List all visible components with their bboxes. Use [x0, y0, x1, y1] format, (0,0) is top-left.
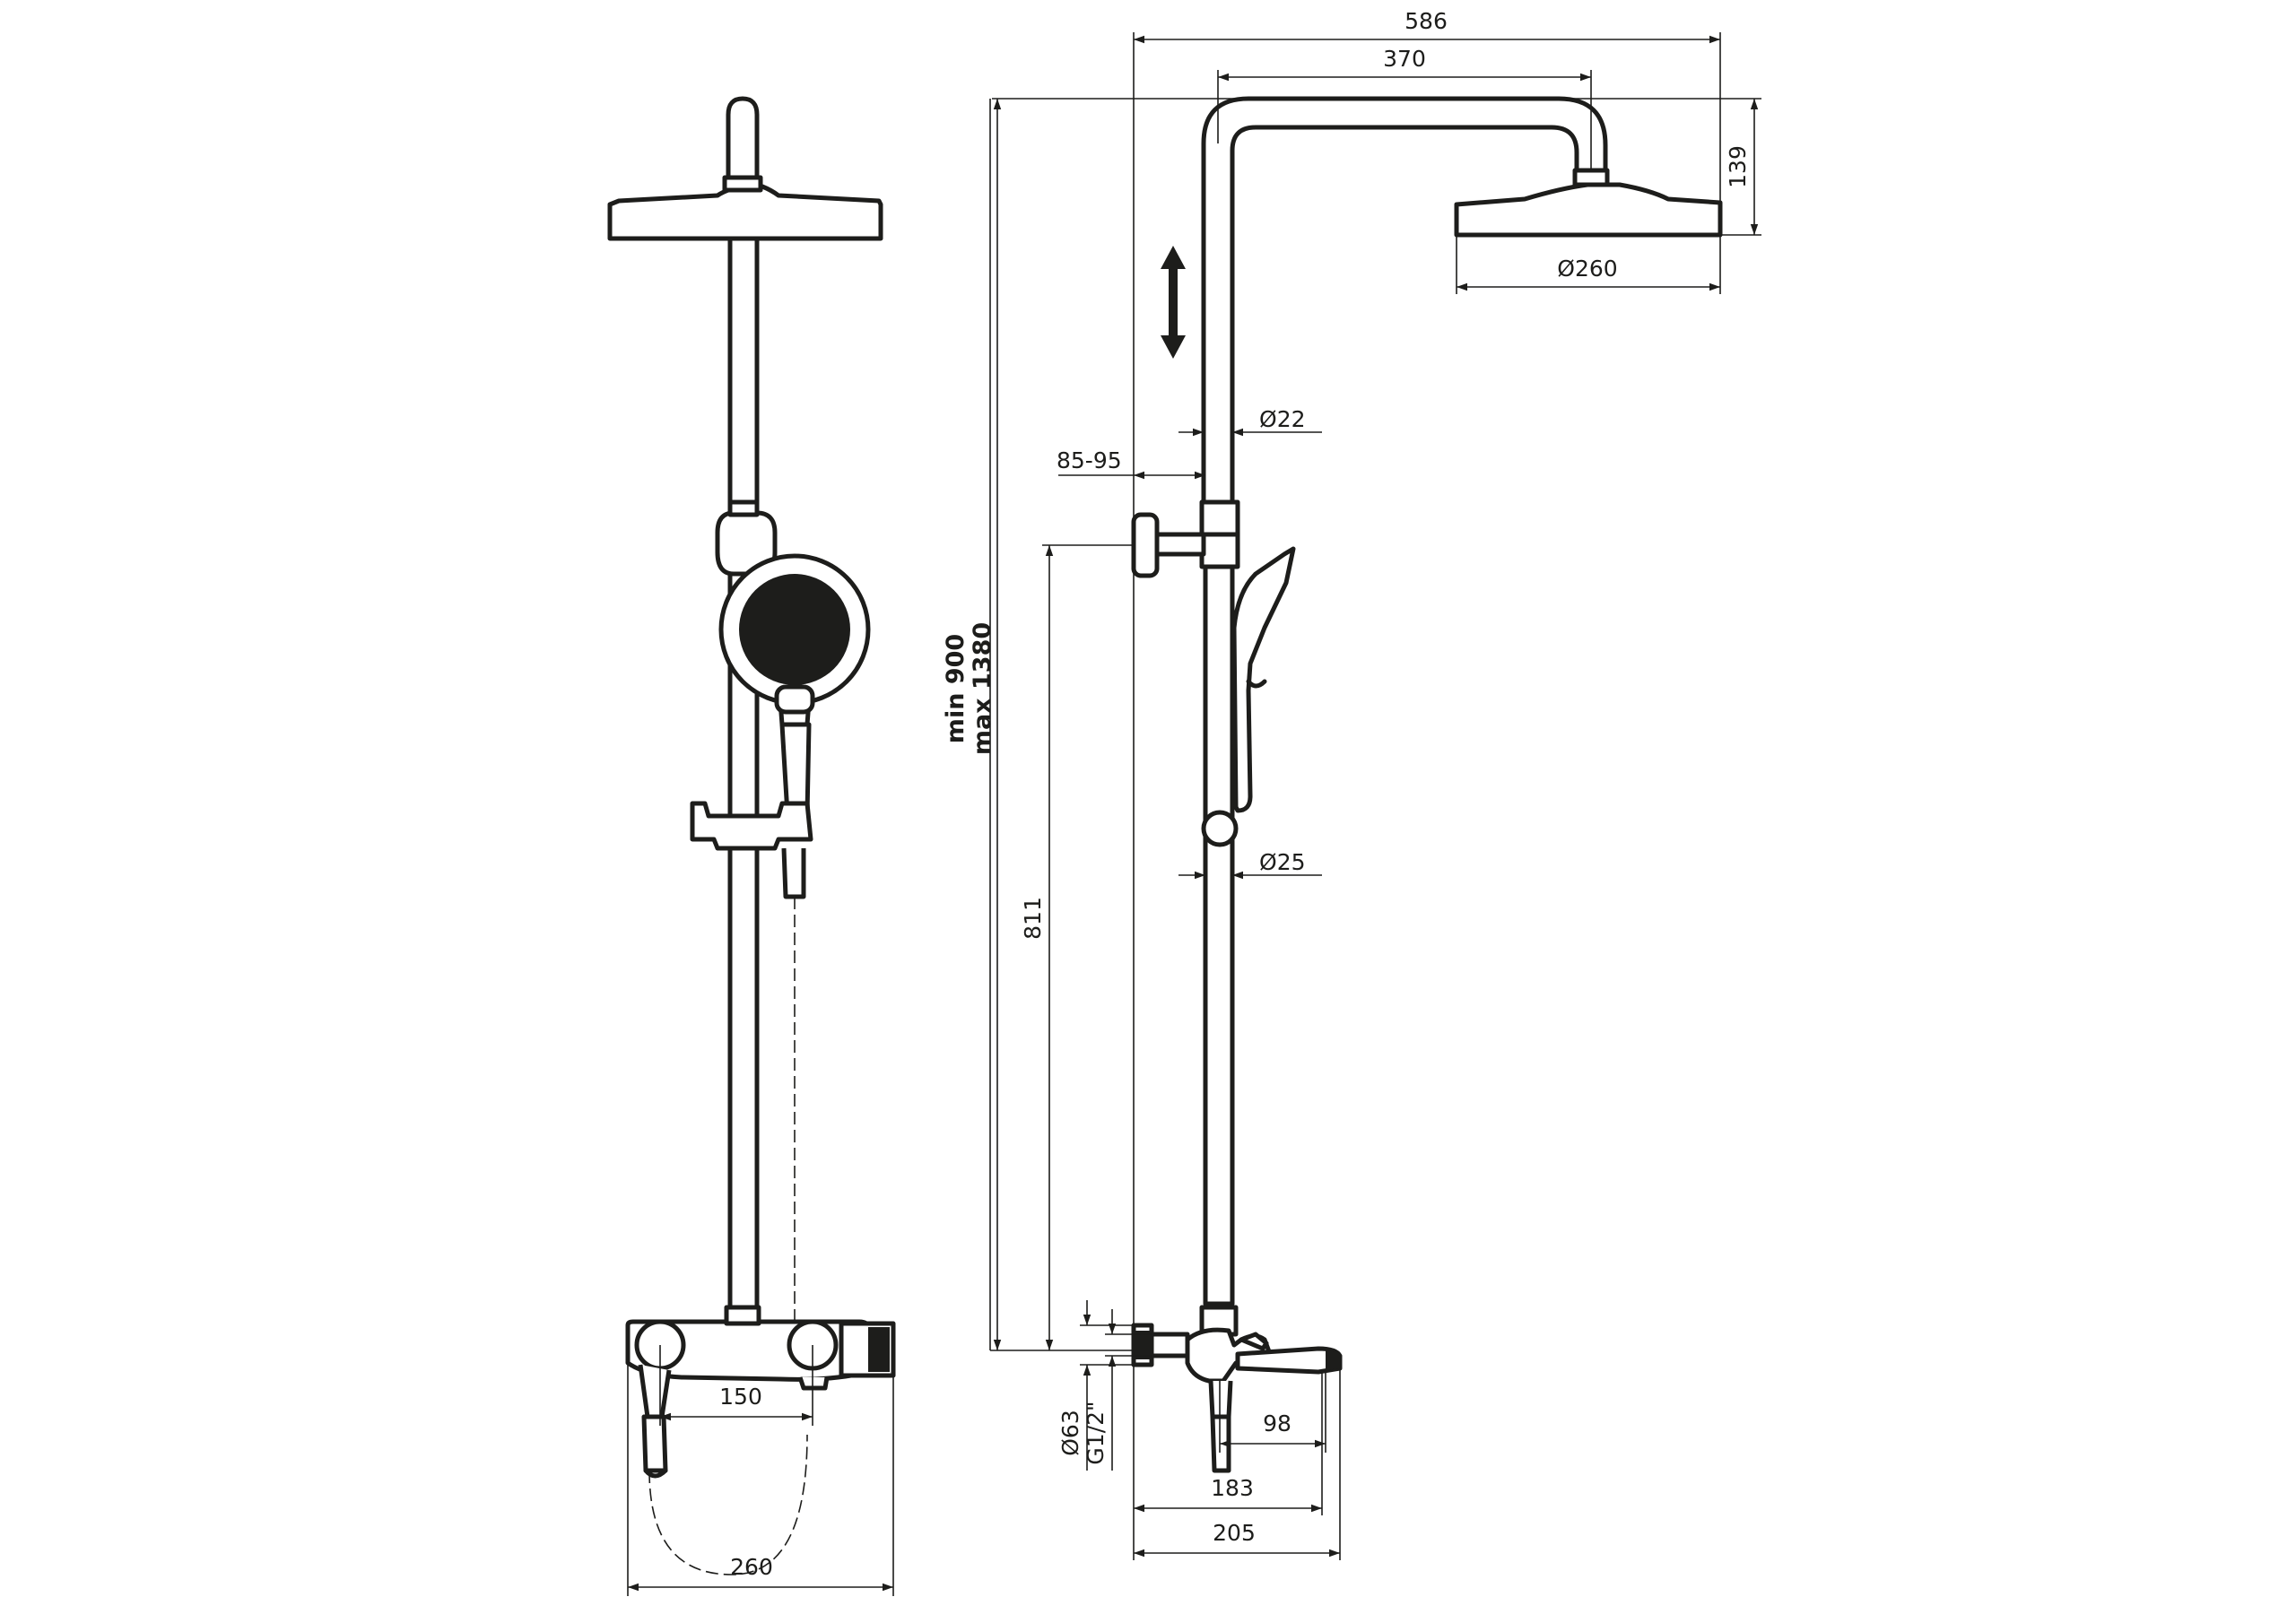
dim-98-label: 98 [1263, 1410, 1292, 1436]
head-connector [722, 175, 763, 193]
hand-shower [718, 553, 871, 828]
diverter-lever [638, 1364, 672, 1419]
side-diverter-knob [1239, 1332, 1269, 1351]
mixer-riser-joint [724, 1305, 761, 1326]
side-view: 586 370 139 Ø260 Ø22 85-95 Ø25 [942, 8, 1761, 1560]
hand-shower-side [1231, 546, 1296, 813]
double-arrow-icon [1161, 246, 1186, 359]
wall-bracket-arm [1154, 532, 1206, 557]
dim-dia25-label: Ø25 [1259, 849, 1306, 875]
dim-height-min-label: min 900 [942, 634, 970, 743]
wall-bracket-plate [1131, 512, 1160, 578]
diverter-lever-end [641, 1414, 668, 1473]
side-inlet-connector [1149, 1332, 1190, 1358]
side-lever [1208, 1380, 1233, 1419]
hand-shower-side-inner [1246, 679, 1267, 689]
lever-tip [643, 1468, 668, 1479]
slider-side-clamp-bottom [1199, 532, 1240, 569]
front-view: 150 260 [607, 96, 896, 1596]
dim-139-label: 139 [1725, 145, 1751, 188]
dim-dia260-label: Ø260 [1557, 256, 1617, 282]
shower-arm-outer [1201, 96, 1608, 525]
dim-dia63-label: Ø63 [1057, 1410, 1083, 1456]
side-spout-aerator [1326, 1350, 1340, 1370]
side-spout [1235, 1346, 1343, 1375]
clamp-cap [727, 499, 760, 517]
side-wall-plate-fill [1135, 1331, 1150, 1359]
riser-top-cap [726, 96, 760, 180]
dim-thread-label: G1/2" [1083, 1401, 1109, 1464]
overhead-shower-side [1454, 182, 1723, 238]
hose-connector [781, 847, 806, 899]
side-mixer [1131, 1305, 1343, 1473]
hand-shower-handle [779, 722, 812, 817]
overhead-shower-head [607, 184, 883, 241]
dim-height-max-label: max 1380 [969, 622, 996, 755]
dim-205-label: 205 [1213, 1520, 1256, 1546]
right-foot [797, 1376, 830, 1391]
spout-swing-arc [648, 1434, 808, 1575]
dim-dia22-label: Ø22 [1259, 406, 1306, 432]
dim-183-label: 183 [1211, 1475, 1254, 1501]
thermostat-knob-grip [868, 1327, 890, 1372]
dim-85-95-label: 85-95 [1057, 447, 1122, 473]
dim-260-front-label: 260 [730, 1554, 773, 1580]
dim-370-label: 370 [1383, 46, 1426, 72]
dim-150-label: 150 [719, 1384, 762, 1410]
hand-shower-nozzle-plate [739, 574, 850, 685]
hand-shower-collar [774, 684, 815, 715]
dim-811-label: 811 [1020, 897, 1046, 940]
shower-arm-inner [1230, 125, 1579, 525]
riser-pipe-side [1203, 517, 1235, 1306]
dim-586-label: 586 [1405, 8, 1448, 34]
riser-pipe [727, 236, 760, 1310]
holder-ball [1201, 810, 1239, 847]
shower-holder [690, 801, 813, 851]
slider-side-clamp-top [1199, 499, 1240, 537]
